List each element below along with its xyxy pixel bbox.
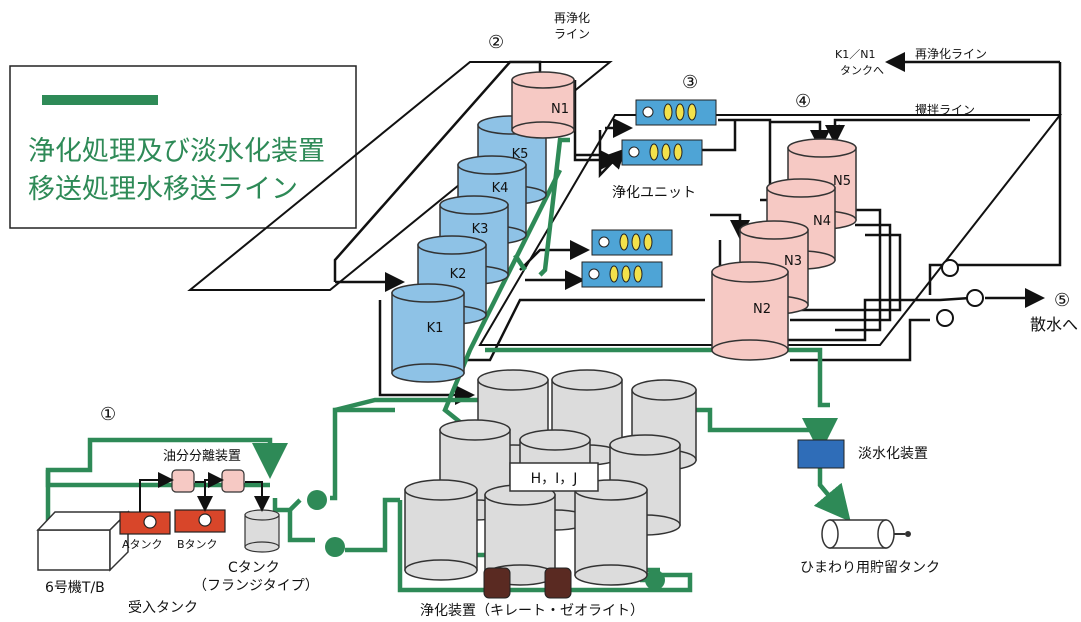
grey-cylinder [405,480,477,580]
hij-label: H，I，J [531,471,578,487]
purify-unit [636,100,716,125]
tank-n2 [712,262,788,360]
tank-n2-label: N2 [753,302,771,317]
legend-line2: 移送処理水移送ライン [28,174,298,205]
tank-n3-label: N3 [784,254,802,269]
pump-icon [967,290,983,306]
repurify-top-label-1: 再浄化 [554,11,590,25]
purify-unit [592,230,672,255]
sunflower-tank [822,520,911,548]
sunflower-tank-label: ひまわり用貯留タンク [800,560,940,576]
resin-vessel [484,568,510,598]
k1n1-label-2: タンクへ [840,64,884,77]
white-pumps [937,260,983,326]
marker-5: ⑤ [1054,290,1070,311]
marker-4: ④ [795,91,811,112]
legend: 浄化処理及び淡水化装置 移送処理水移送ライン [10,66,356,228]
tank-c-body [245,510,279,552]
red-tanks [120,510,225,534]
receive-tank-label: 受入タンク [128,600,198,616]
pump-icon [307,490,327,510]
repurify-top-label-2: ライン [554,27,590,41]
pump-icon [325,537,345,557]
pump-icon [937,310,953,326]
grey-cylinder [575,480,647,585]
tank-k5-label: K5 [512,147,529,162]
k1n1-label-1: K1／N1 [835,48,875,61]
purify-unit-label: 浄化ユニット [612,185,696,201]
stir-line-label: 攪拌ライン [915,102,975,117]
tank-k2-label: K2 [450,267,467,282]
desalination-label: 淡水化装置 [858,446,928,462]
purify-device-label: 浄化装置（キレート・ゼオライト） [420,603,644,619]
flange-type-label: （フランジタイプ） [193,578,319,594]
unit6-label: 6号機T/B [45,580,105,596]
unit6-building [38,512,128,570]
pump-icon [942,260,958,276]
legend-line1: 浄化処理及び淡水化装置 [28,136,325,167]
oil-separator-label: 油分分離装置 [163,449,241,464]
resin-vessel [545,568,571,598]
tank-k3-label: K3 [472,222,489,237]
tank-n4-label: N4 [813,214,831,229]
tank-n5-label: N5 [833,174,851,189]
desalination-box [798,440,844,468]
tank-k1-label: K1 [427,321,444,336]
tank-a-label: Aタンク [122,538,163,551]
marker-3: ③ [682,72,698,93]
tank-b-label: Bタンク [177,538,218,551]
repurify-right-label: 再浄化ライン [915,47,987,61]
marker-1: ① [100,404,116,425]
pump-icon [645,570,665,590]
tank-k4-label: K4 [492,181,509,196]
to-spray-label: 散水へ [1030,315,1078,334]
marker-2: ② [488,32,504,53]
tank-c-label: Cタンク [228,560,280,576]
purify-unit [622,140,702,165]
purify-unit [582,262,662,287]
tank-n1-label: N1 [551,102,569,117]
